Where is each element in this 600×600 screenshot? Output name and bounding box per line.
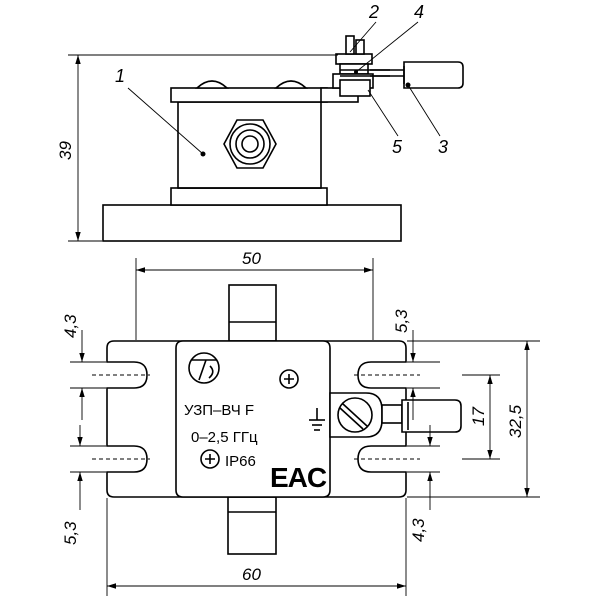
- dim-slot-top-right: 5,3: [392, 309, 411, 333]
- plan-view: УЗП–ВЧ F 0–2,5 ГГц IP66 EAC 50: [61, 249, 540, 596]
- callout-4: 4: [414, 2, 424, 22]
- dim-center-span: 17: [469, 407, 488, 426]
- callout-1: 1: [115, 66, 125, 86]
- dim-slot-bottom-right: 4,3: [409, 518, 428, 542]
- dim-total-width: 60: [242, 565, 261, 584]
- plate-protection: IP66: [225, 453, 256, 470]
- ground-terminal-plan: [329, 392, 462, 438]
- connector-nut: [223, 119, 277, 169]
- side-view: 1 2 4 3 5 39: [56, 2, 464, 242]
- dim-slot-bottom-left: 5,3: [61, 521, 80, 545]
- plate-model: УЗП–ВЧ F: [184, 402, 254, 419]
- screw-icon: [200, 449, 220, 469]
- screw-icon: [279, 369, 299, 389]
- dim-total-height: 32,5: [506, 404, 525, 438]
- dim-height: 39: [56, 141, 75, 160]
- callout-3: 3: [438, 137, 448, 157]
- ground-terminal: [320, 35, 464, 103]
- cert-mark: EAC: [270, 462, 327, 493]
- ground-symbol-icon: [309, 408, 325, 431]
- plate-frequency: 0–2,5 ГГц: [191, 429, 258, 446]
- callout-5: 5: [392, 137, 403, 157]
- dim-slot-top-left: 4,3: [61, 314, 80, 338]
- callout-2: 2: [368, 2, 379, 22]
- dim-body-width: 50: [242, 249, 261, 268]
- logo-icon: [188, 352, 220, 384]
